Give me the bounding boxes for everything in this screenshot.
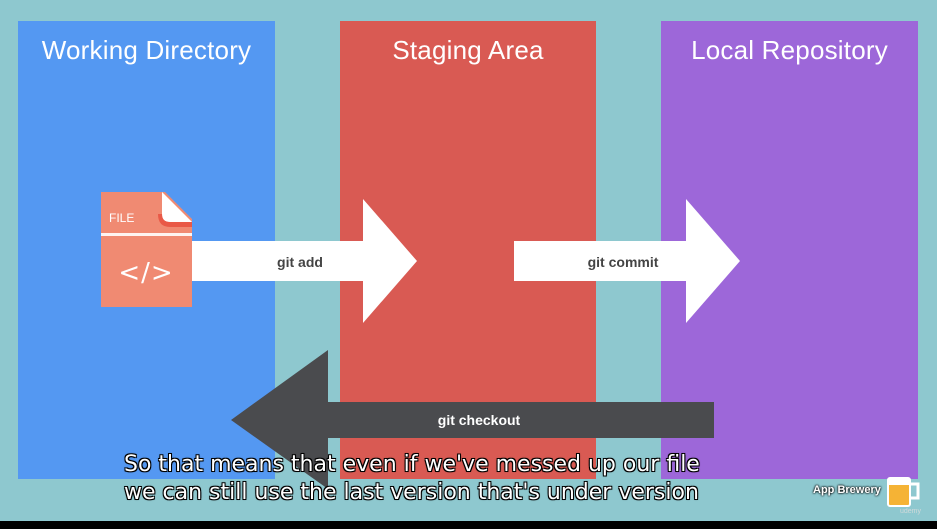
git-commit-label: git commit bbox=[587, 254, 659, 270]
brand-name: App Brewery bbox=[813, 484, 881, 496]
git-commit-arrow bbox=[514, 199, 740, 323]
app-brewery-logo-icon bbox=[887, 477, 920, 507]
git-checkout-label: git checkout bbox=[437, 412, 521, 428]
subtitles: So that means that even if we've messed … bbox=[124, 451, 824, 507]
subtitle-line-2: we can still use the last version that's… bbox=[124, 480, 699, 505]
working-directory-title: Working Directory bbox=[41, 35, 252, 65]
subtitle-line-1: So that means that even if we've messed … bbox=[124, 452, 700, 477]
code-symbol: </> bbox=[118, 258, 174, 288]
bottom-bar bbox=[0, 521, 937, 529]
git-add-arrow bbox=[190, 199, 417, 323]
local-repository-title: Local Repository bbox=[691, 35, 888, 65]
staging-area-title: Staging Area bbox=[392, 35, 544, 65]
git-checkout-arrow bbox=[231, 350, 714, 489]
file-label: FILE bbox=[109, 211, 135, 225]
file-icon bbox=[101, 192, 192, 307]
git-add-label: git add bbox=[277, 254, 323, 270]
udemy-watermark: udemy bbox=[900, 508, 922, 515]
